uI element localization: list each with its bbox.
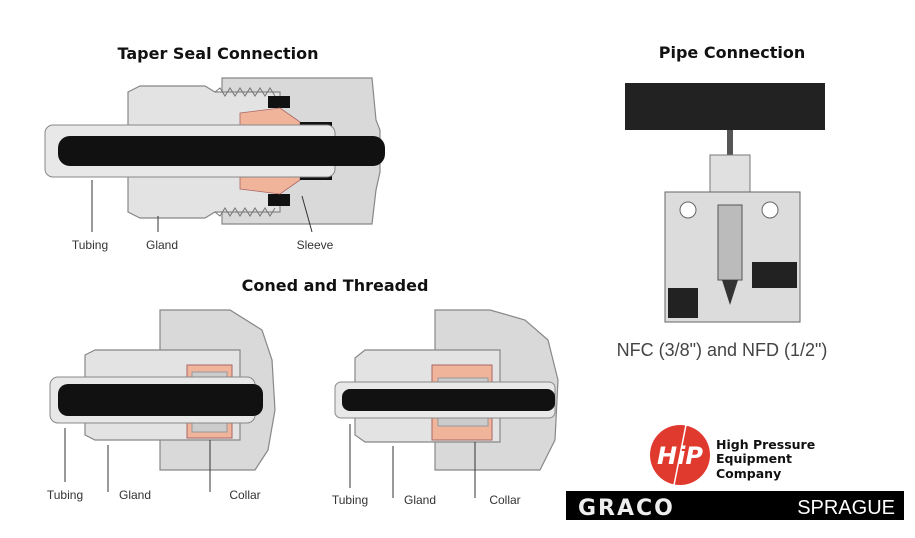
mount-hole-right (761, 201, 779, 219)
pipe-caption: NFC (3/8") and NFD (1/2") (617, 340, 828, 360)
banner-bg (566, 491, 904, 520)
sleeve-label: Sleeve (297, 238, 334, 252)
port-left (668, 288, 698, 318)
nut-bottom (268, 194, 290, 206)
tubing-bore (58, 384, 263, 416)
pipe-title: Pipe Connection (659, 43, 805, 62)
tubing-bore (58, 136, 385, 166)
handle (625, 83, 825, 130)
port-right (752, 262, 797, 288)
hip-line3: Company (716, 466, 781, 481)
tubing-label: Tubing (332, 493, 368, 507)
collar-label: Collar (489, 493, 520, 507)
hip-mark: HiP (657, 442, 703, 470)
pipe-connection-diagram: Pipe Connection NFC (3/8") and NFD (1/2"… (617, 43, 828, 360)
mount-hole-left (679, 201, 697, 219)
hip-logo-stripe (673, 424, 687, 486)
thread-bottom (214, 207, 276, 217)
tubing-bore (342, 389, 555, 411)
coned-threaded-left: Tubing Gland Collar (47, 309, 276, 502)
coned-threaded-title: Coned and Threaded (242, 276, 429, 295)
hip-line1: High Pressure (716, 437, 815, 452)
sprague-logo: SPRAGUE (797, 497, 895, 519)
hip-line2: Equipment (716, 451, 792, 466)
nut-top (268, 96, 290, 108)
coned-threaded-right: Tubing Gland Collar (332, 309, 559, 507)
tubing-label: Tubing (72, 238, 108, 252)
taper-seal-title: Taper Seal Connection (117, 44, 318, 63)
gland-label: Gland (119, 488, 151, 502)
graco-logo: GRACO (578, 496, 675, 521)
valve-stem-inner (717, 204, 743, 281)
thread-top (214, 87, 276, 97)
tubing-label: Tubing (47, 488, 83, 502)
stem (727, 130, 733, 155)
taper-seal-diagram: Taper Seal Connection Tubing Gland Sleev… (44, 44, 385, 252)
gland-label: Gland (146, 238, 178, 252)
sleeve-pointer (301, 195, 313, 233)
hip-logo: HiP High Pressure Equipment Company (650, 424, 815, 486)
collar-label: Collar (229, 488, 260, 502)
gland-label: Gland (404, 493, 436, 507)
graco-sprague-banner: GRACO SPRAGUE (566, 491, 904, 521)
valve-tip (722, 280, 738, 305)
